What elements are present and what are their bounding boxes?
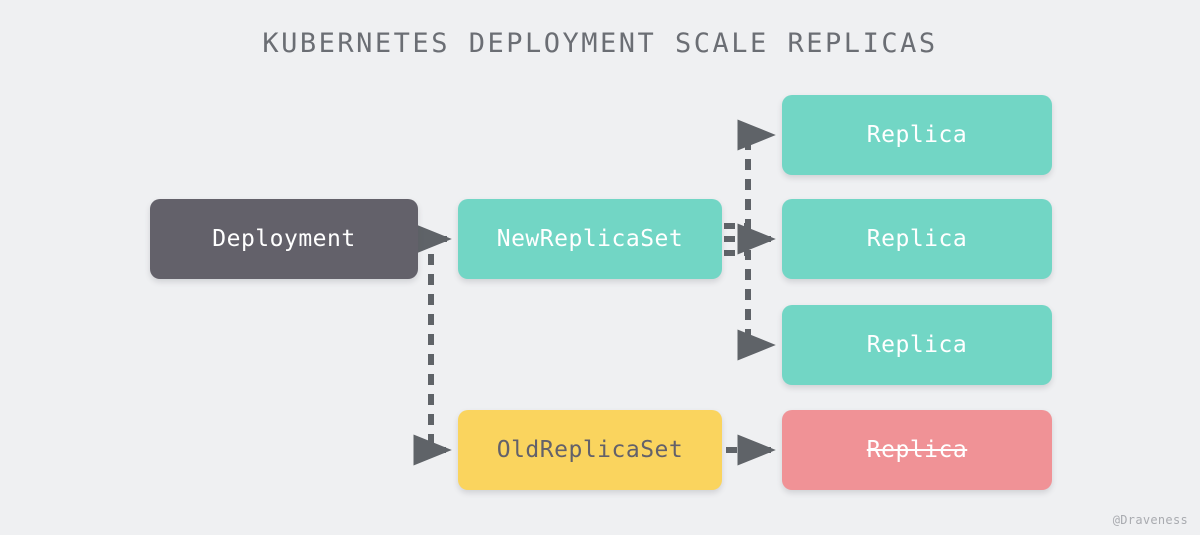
node-replica-1-label: Replica [866, 122, 968, 148]
node-replica-2-label: Replica [866, 226, 968, 252]
node-replica-2[interactable]: Replica [782, 199, 1052, 279]
page-title: KUBERNETES DEPLOYMENT SCALE REPLICAS [262, 28, 938, 59]
node-new-replicaset[interactable]: NewReplicaSet [458, 199, 722, 279]
node-deployment-label: Deployment [212, 226, 356, 252]
node-replica-removed-label: Replica [866, 437, 968, 463]
edge-new-replicaset-to-replica-3 [724, 250, 776, 361]
node-replica-removed[interactable]: Replica [782, 410, 1052, 490]
node-replica-1[interactable]: Replica [782, 95, 1052, 175]
edge-deployment-to-old-replicaset [413, 254, 452, 466]
edge-new-replicaset-to-replica-1 [724, 119, 776, 229]
node-replica-3-label: Replica [866, 332, 968, 358]
node-old-replicaset-label: OldReplicaSet [496, 437, 684, 463]
node-replica-3[interactable]: Replica [782, 305, 1052, 385]
node-deployment[interactable]: Deployment [150, 199, 418, 279]
node-old-replicaset[interactable]: OldReplicaSet [458, 410, 722, 490]
watermark: @Draveness [1112, 513, 1188, 527]
node-new-replicaset-label: NewReplicaSet [496, 226, 684, 252]
